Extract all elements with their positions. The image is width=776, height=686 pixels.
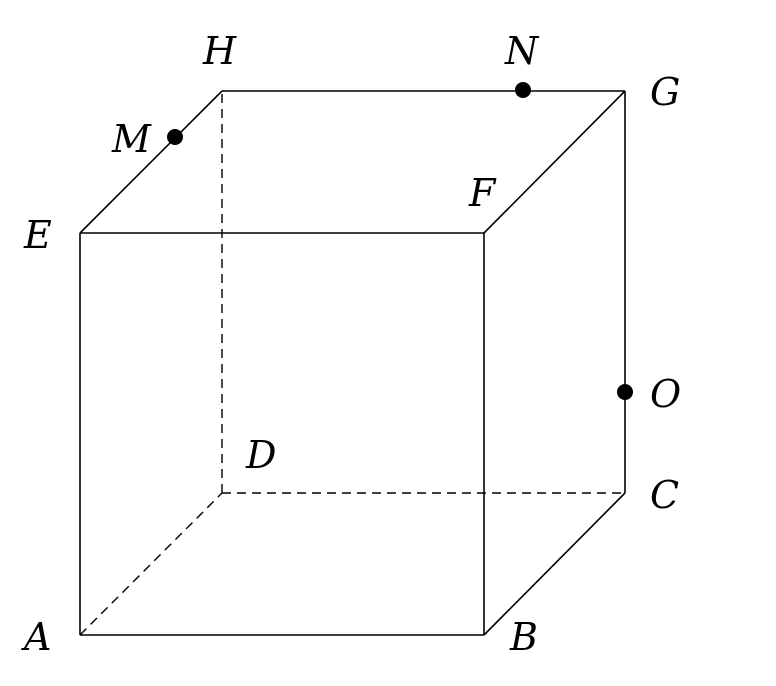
label-H: H: [202, 29, 237, 73]
label-O: O: [650, 372, 681, 416]
label-G: G: [650, 70, 680, 114]
label-D: D: [245, 433, 276, 477]
label-A: A: [21, 615, 51, 659]
label-B: B: [509, 615, 538, 659]
point-N: [515, 82, 531, 98]
label-F: F: [468, 171, 497, 215]
edge-FG: [483, 90, 626, 234]
label-C: C: [650, 473, 679, 517]
edge-BC: [483, 492, 626, 636]
label-M: M: [111, 117, 152, 161]
label-N: N: [504, 29, 540, 73]
label-E: E: [23, 213, 52, 257]
point-O: [617, 384, 633, 400]
edge-EH: [79, 90, 223, 234]
edge-AD: [79, 492, 223, 636]
point-M: [167, 129, 183, 145]
